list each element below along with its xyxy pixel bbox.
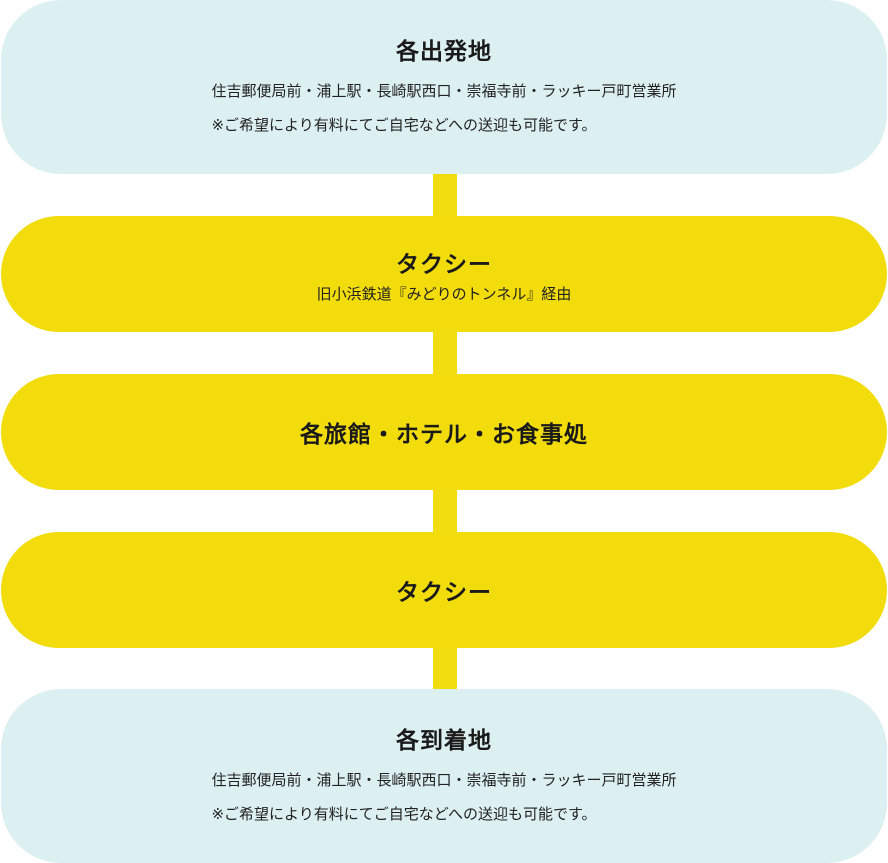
step-title: 各到着地 xyxy=(396,728,492,754)
dropoff-locations: 住吉郵便局前・浦上駅・長崎駅西口・崇福寺前・ラッキー戸町営業所 xyxy=(211,771,677,789)
pickup-note: ※ご希望により有料にてご自宅などへの送迎も可能です。 xyxy=(211,116,597,134)
step-taxi-outbound: タクシー 旧小浜鉄道『みどりのトンネル』経由 xyxy=(1,216,887,332)
step-title: 各旅館・ホテル・お食事処 xyxy=(300,422,588,448)
step-destinations: 各旅館・ホテル・お食事処 xyxy=(1,374,887,490)
step-departure: 各出発地 住吉郵便局前・浦上駅・長崎駅西口・崇福寺前・ラッキー戸町営業所 ※ご希… xyxy=(1,0,887,174)
pickup-locations: 住吉郵便局前・浦上駅・長崎駅西口・崇福寺前・ラッキー戸町営業所 xyxy=(211,82,677,100)
step-title: タクシー xyxy=(396,251,492,278)
step-details: 住吉郵便局前・浦上駅・長崎駅西口・崇福寺前・ラッキー戸町営業所 ※ご希望により有… xyxy=(211,74,676,142)
step-taxi-return: タクシー xyxy=(1,532,887,648)
connector-line xyxy=(433,170,457,222)
route-note: 旧小浜鉄道『みどりのトンネル』経由 xyxy=(316,284,572,303)
step-arrival: 各到着地 住吉郵便局前・浦上駅・長崎駅西口・崇福寺前・ラッキー戸町営業所 ※ご希… xyxy=(1,689,887,863)
connector-line xyxy=(433,328,457,380)
connector-line xyxy=(433,486,457,538)
step-details: 住吉郵便局前・浦上駅・長崎駅西口・崇福寺前・ラッキー戸町営業所 ※ご希望により有… xyxy=(211,763,676,831)
step-title: 各出発地 xyxy=(396,39,492,65)
connector-line xyxy=(433,644,457,696)
step-title: タクシー xyxy=(396,580,492,606)
dropoff-note: ※ご希望により有料にてご自宅などへの送迎も可能です。 xyxy=(211,805,597,823)
